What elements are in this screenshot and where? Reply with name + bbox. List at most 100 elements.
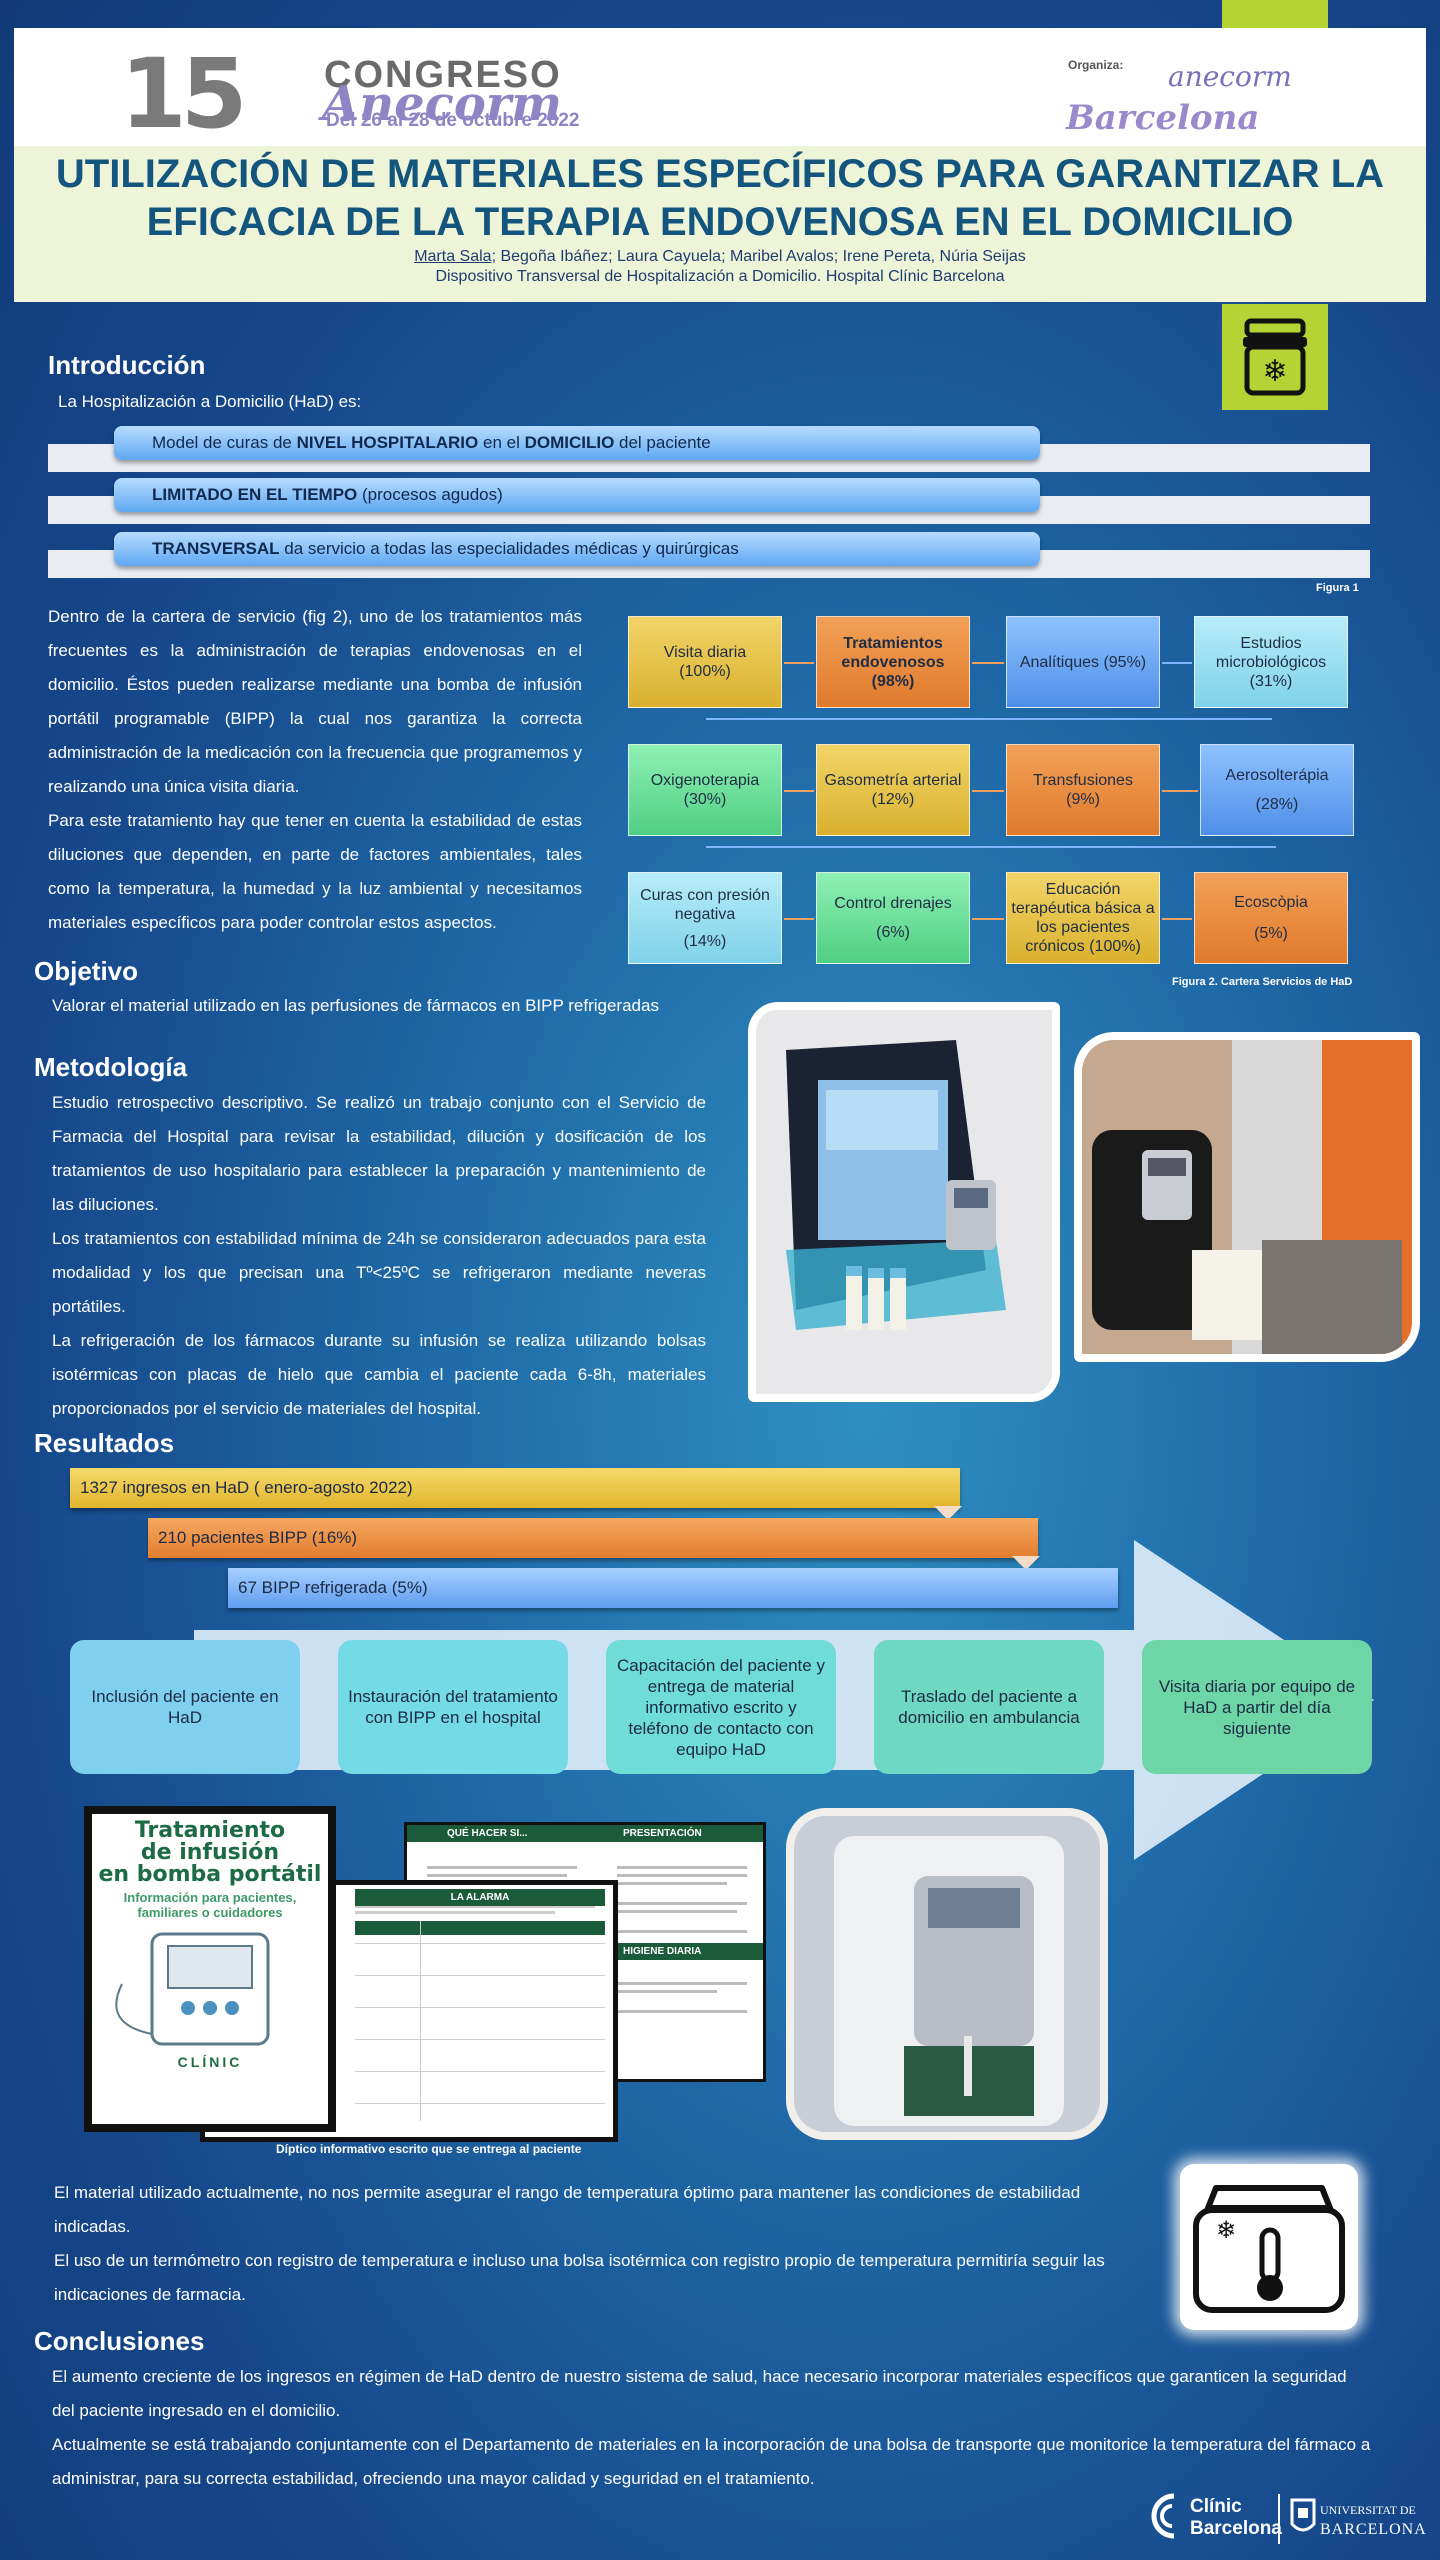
intro-paragraph-1: Dentro de la cartera de servicio (fig 2)… [48,607,582,796]
brochure-table [355,1905,605,2121]
metodologia-paragraph-2: Los tratamientos con estabilidad mínima … [52,1229,706,1316]
cooler-icon: ❄ [1243,318,1307,396]
affiliation: Dispositivo Transversal de Hospitalizaci… [435,268,1005,285]
service-gasometria: Gasometría arterial (12%) [816,744,970,836]
service-label: Estudios microbiológicos [1215,634,1327,671]
pill-text: (procesos agudos) [357,485,503,504]
intro-text: Dentro de la cartera de servicio (fig 2)… [48,600,582,940]
cooler-thermometer-icon: ❄ [1193,2185,1345,2313]
brochure-section-header: PRESENTACIÓN [603,1825,763,1842]
flow-arrow [784,662,814,664]
service-label: Gasometría arterial (12%) [824,772,962,808]
service-ecoscopia: Ecoscòpia (5%) [1194,872,1348,964]
process-step-3: Capacitación del paciente y entrega de m… [606,1640,836,1774]
brochure-title-line: en bomba portátil [98,1862,322,1887]
organizer-logo: anecorm [1168,60,1292,93]
pill-bold: NIVEL HOSPITALARIO [296,433,479,452]
resultados-notes: El material utilizado actualmente, no no… [54,2176,1154,2312]
result-bar-bipp: 210 pacientes BIPP (16%) [148,1518,1038,1558]
title-box [14,146,1426,302]
organizer-city-logo: Barcelona [1066,98,1260,138]
congress-logo-word: CONGRESO [324,54,562,96]
objetivo-heading: Objetivo [34,956,139,986]
services-diagram: Visita diaria(100%) Tratamientos endoven… [620,606,1360,976]
process-step-1: Inclusión del paciente en HaD [70,1640,300,1774]
service-transfusiones: Transfusiones (9%) [1006,744,1160,836]
flow-arrow [784,918,814,920]
conclusiones-paragraph-2: Actualmente se está trabajando conjuntam… [52,2435,1371,2488]
clinic-logo-line: Barcelona [1190,2518,1282,2539]
clinic-logo-line: Clínic [1190,2496,1242,2517]
service-label: Visita diaria [663,644,747,661]
poster-title-line-2: EFICACIA DE LA TERAPIA ENDOVENOSA EN EL … [146,200,1294,244]
pill-bold: LIMITADO EN EL TIEMPO [152,485,358,504]
service-value: (6%) [876,924,910,941]
service-oxigenoterapia: Oxigenoterapia(30%) [628,744,782,836]
flow-arrow [784,790,814,792]
pill-text: Model de curas de [152,433,297,452]
service-label: Aerosolterápia [1225,767,1329,784]
figure-1-caption: Figura 1 [1316,582,1359,594]
process-step-5: Visita diaria por equipo de HaD a partir… [1142,1640,1372,1774]
brochure-section-header: LA ALARMA [355,1889,605,1906]
metodologia-paragraph-3: La refrigeración de los fármacos durante… [52,1331,706,1418]
flow-arrow [972,918,1004,920]
resultados-note-2: El uso de un termómetro con registro de … [54,2251,1105,2304]
patient-pump-photo [1074,1032,1420,1362]
poster-title-line-1: UTILIZACIÓN DE MATERIALES ESPECÍFICOS PA… [55,152,1385,196]
conclusiones-heading: Conclusiones [34,2326,205,2356]
service-aerosolterapia: Aerosolterápia (28%) [1200,744,1354,836]
intro-pill-1: Model de curas de NIVEL HOSPITALARIO en … [114,426,1040,460]
intro-pill-2: LIMITADO EN EL TIEMPO (procesos agudos) [114,478,1040,512]
thermo-cooler-box: ❄ [1180,2164,1358,2330]
service-value: (98%) [871,672,915,690]
process-step-2: Instauración del tratamiento con BIPP en… [338,1640,568,1774]
poster-title: UTILIZACIÓN DE MATERIALES ESPECÍFICOS PA… [14,150,1426,246]
other-authors: ; Begoña Ibáñez; Laura Cayuela; Maribel … [491,248,1026,265]
resultados-note-1: El material utilizado actualmente, no no… [54,2183,1081,2236]
service-tratamientos-endovenosos: Tratamientos endovenosos(98%) [816,616,970,708]
diptico-caption: Díptico informativo escrito que se entre… [276,2142,582,2156]
flow-connector [706,846,1276,848]
down-arrow-icon [1012,1556,1040,1570]
author-list: Marta Sala; Begoña Ibáñez; Laura Cayuela… [14,248,1426,266]
pill-text: en el [478,433,525,452]
logo-divider [1278,2494,1280,2544]
clinic-logo [1146,2490,1186,2547]
conclusiones-paragraph-1: El aumento creciente de los ingresos en … [52,2367,1347,2420]
service-label: Oxigenoterapia [650,772,760,789]
service-label: Transfusiones [1033,772,1133,789]
brochure-cover: Tratamiento de infusión en bomba portáti… [84,1806,336,2132]
service-value: (28%) [1255,796,1299,813]
ub-shield-icon [1290,2498,1316,2532]
service-label: Control drenajes [834,895,952,912]
brochure-brand: CLÍNIC [177,2054,243,2070]
metodologia-heading: Metodología [34,1052,188,1082]
service-visita-diaria: Visita diaria(100%) [628,616,782,708]
metodologia-text: Estudio retrospectivo descriptivo. Se re… [52,1086,706,1426]
flow-arrow [972,662,1004,664]
service-estudios-microbiologicos: Estudios microbiológicos(31%) [1194,616,1348,708]
metodologia-paragraph-1: Estudio retrospectivo descriptivo. Se re… [52,1093,706,1214]
intro-heading: Introducción [48,350,206,380]
cooler-bag-photo [748,1002,1060,1402]
result-bar-refrigerada: 67 BIPP refrigerada (5%) [228,1568,1118,1608]
brochure-title-line: de infusión [140,1840,280,1865]
flow-arrow [1162,790,1198,792]
brochure-section-header: HIGIENE DIARIA [603,1943,763,1960]
brochure-text-lines [427,1866,747,2013]
svg-text:❄: ❄ [1262,354,1287,389]
svg-text:❄: ❄ [1216,2216,1236,2244]
intro-pill-3: TRANSVERSAL da servicio a todas las espe… [114,532,1040,566]
service-value: (9%) [1066,791,1100,808]
service-control-drenajes: Control drenajes (6%) [816,872,970,964]
clinic-logo-icon [1151,2493,1175,2539]
objetivo-text: Valorar el material utilizado en las per… [52,996,659,1015]
brochure-title-line: Tratamiento [134,1818,286,1843]
service-label: Ecoscòpia [1234,894,1308,911]
resultados-heading: Resultados [34,1428,175,1458]
flow-arrow [1162,662,1192,664]
service-value: (5%) [1254,925,1288,942]
pill-bold: TRANSVERSAL [152,539,280,558]
pill-text: da servicio a todas las especialidades m… [279,539,739,558]
